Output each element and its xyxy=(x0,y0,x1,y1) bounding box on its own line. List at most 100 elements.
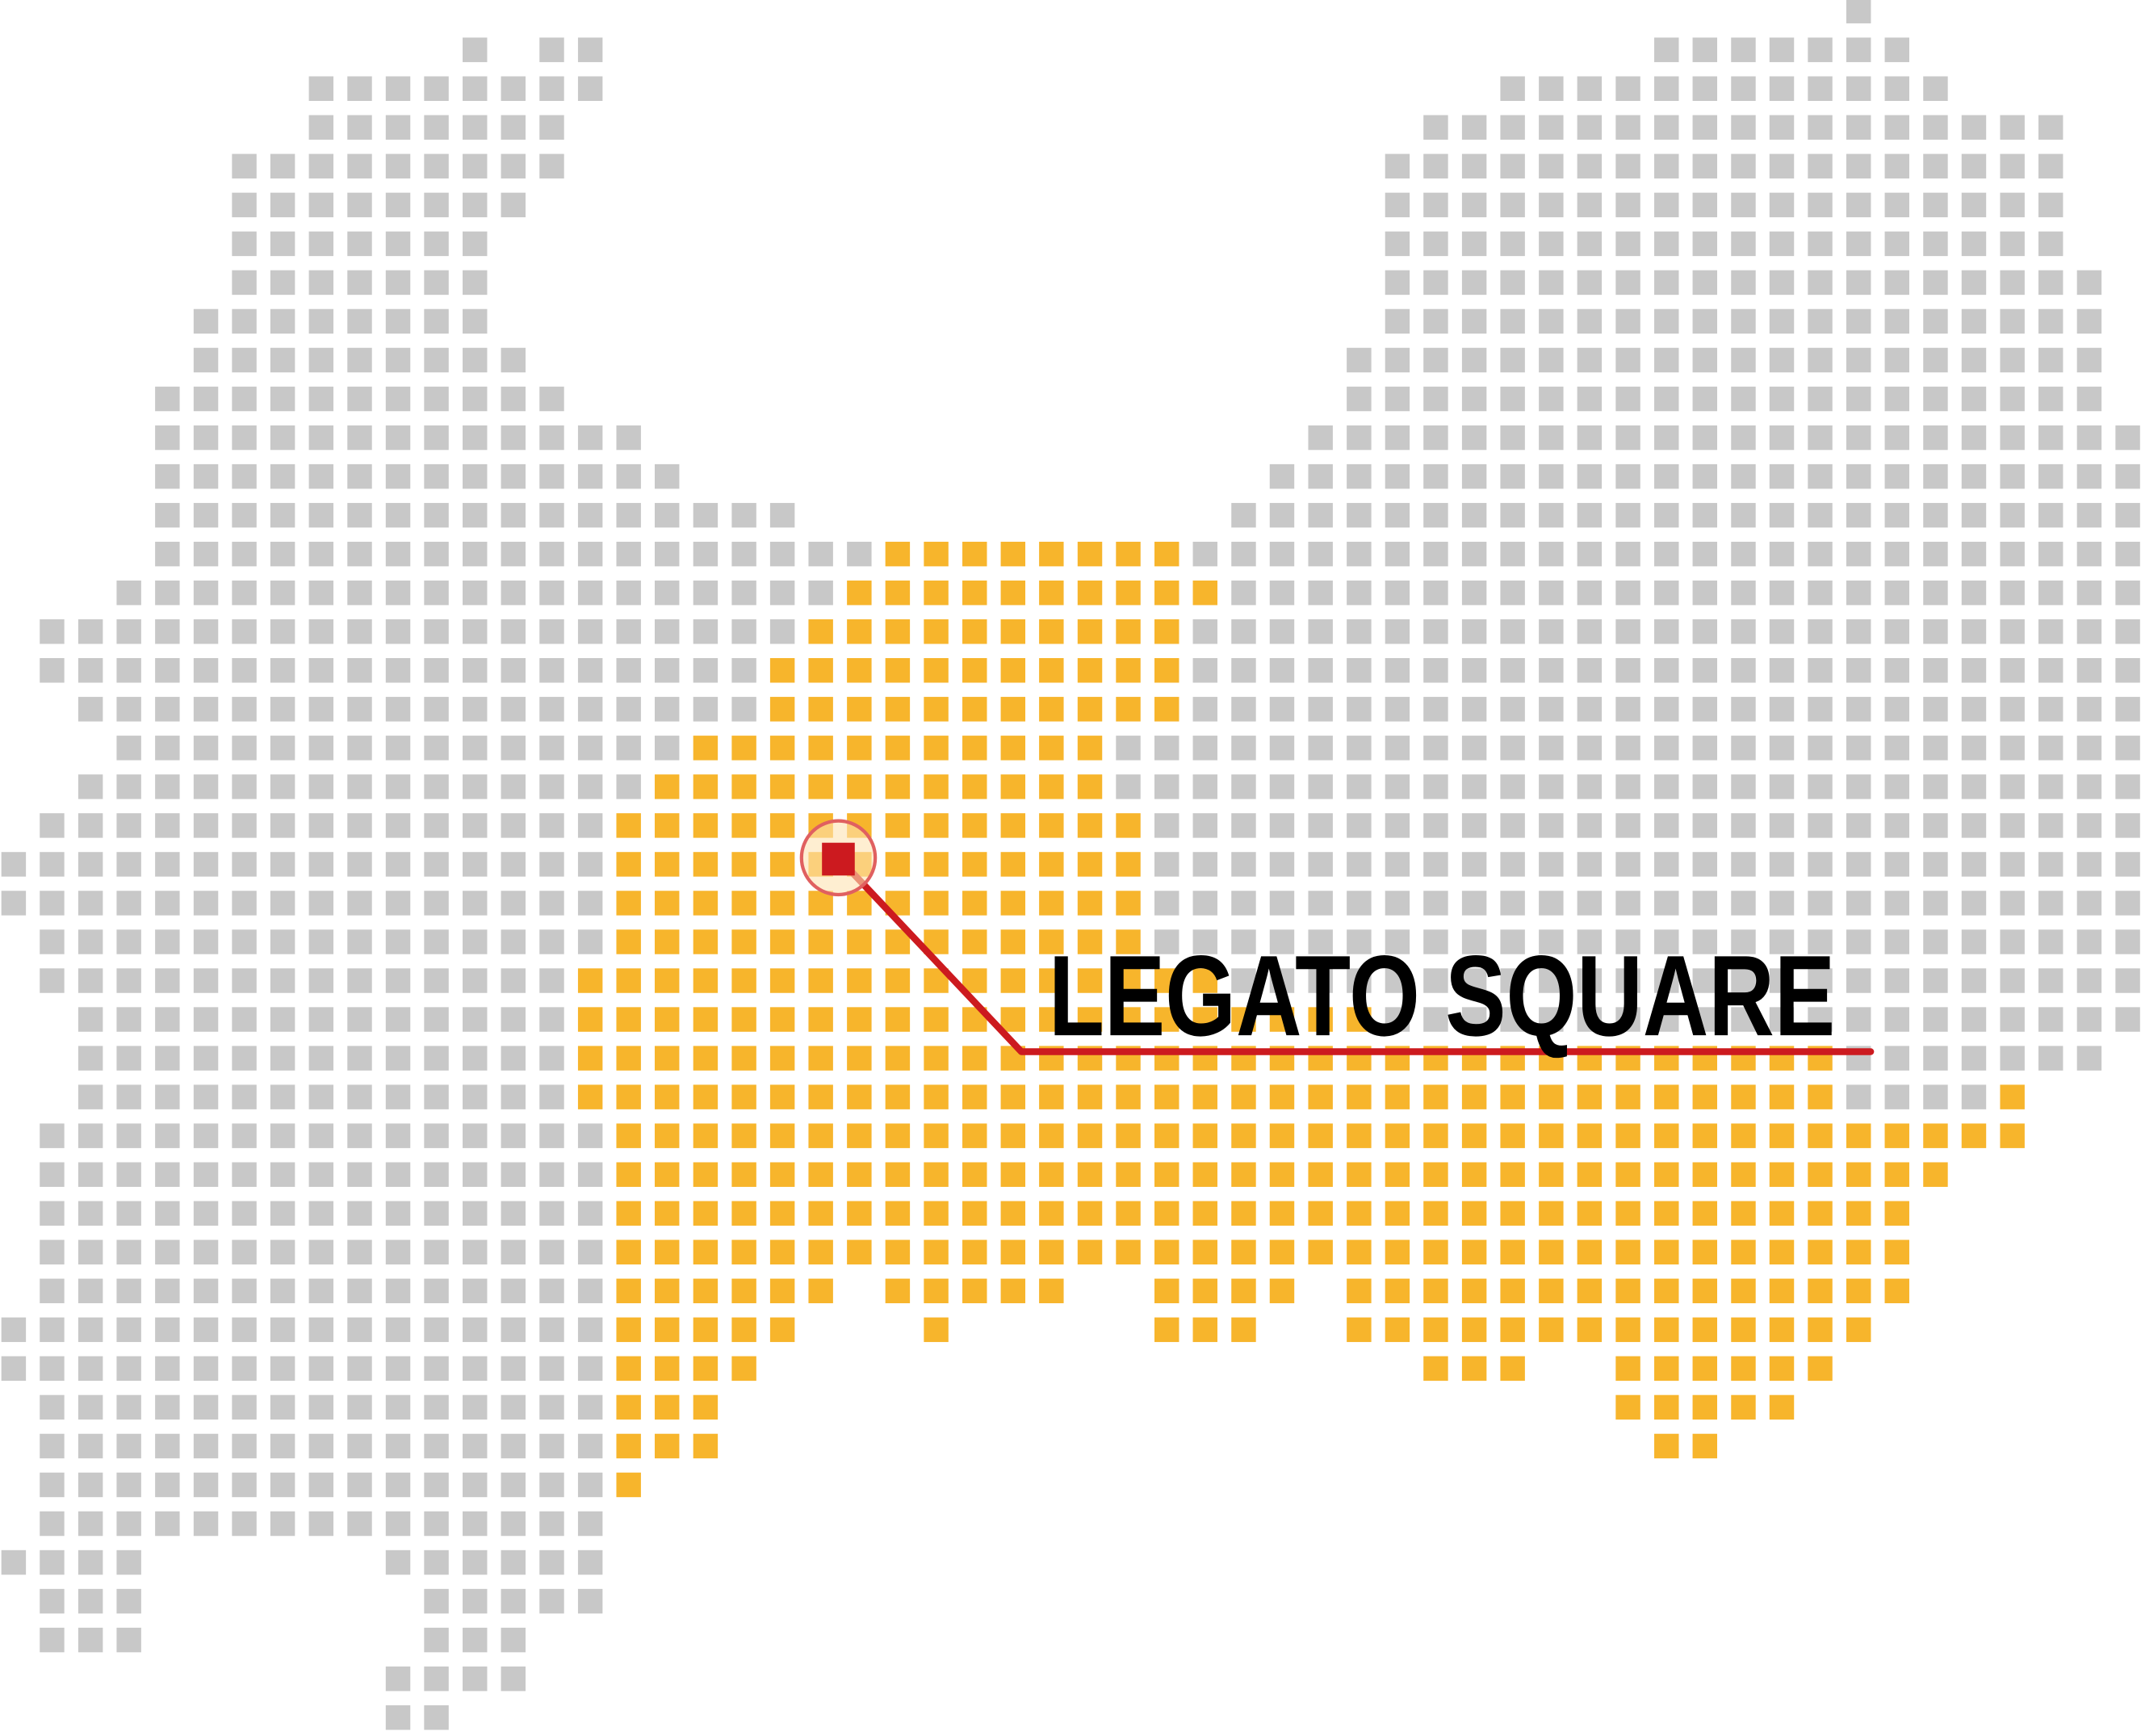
map-cell xyxy=(270,425,295,451)
map-cell xyxy=(1500,1007,1525,1032)
map-cell xyxy=(1654,1007,1679,1032)
map-cell xyxy=(1500,774,1525,799)
map-cell xyxy=(116,658,141,683)
map-cell xyxy=(308,386,334,412)
map-cell xyxy=(232,580,257,606)
location-marker-icon[interactable] xyxy=(822,842,855,876)
map-cell xyxy=(1577,968,1603,993)
map-cell xyxy=(424,1394,449,1420)
map-cell xyxy=(1808,774,1833,799)
map-cell xyxy=(1615,813,1640,838)
map-cell xyxy=(193,1433,219,1459)
map-cell xyxy=(232,231,257,257)
highlighted-area-cell xyxy=(769,736,795,761)
highlighted-area-cell xyxy=(1116,697,1141,722)
highlighted-area-cell xyxy=(1039,1278,1064,1304)
map-cell xyxy=(193,736,219,761)
map-cell xyxy=(1769,891,1795,916)
map-cell xyxy=(539,619,564,644)
highlighted-area-cell xyxy=(1461,1123,1487,1148)
map-cell xyxy=(1385,192,1410,218)
highlighted-area-cell xyxy=(1692,1123,1718,1148)
map-cell xyxy=(501,347,526,373)
map-cell xyxy=(1769,502,1795,528)
map-cell xyxy=(78,1511,103,1537)
map-cell xyxy=(577,1433,603,1459)
highlighted-area-cell xyxy=(924,813,949,838)
highlighted-area-cell xyxy=(1000,1123,1026,1148)
map-cell xyxy=(270,541,295,567)
map-cell xyxy=(193,852,219,877)
map-cell xyxy=(270,502,295,528)
map-cell xyxy=(2000,153,2025,179)
highlighted-area-cell xyxy=(1077,1123,1103,1148)
highlighted-area-cell xyxy=(1192,1123,1217,1148)
highlighted-area-cell xyxy=(693,1239,719,1264)
highlighted-area-cell xyxy=(693,1433,719,1459)
map-cell xyxy=(385,1433,411,1459)
highlighted-area-cell xyxy=(693,1007,719,1032)
map-cell xyxy=(2076,308,2102,334)
highlighted-area-cell xyxy=(616,968,641,993)
highlighted-area-cell xyxy=(1077,968,1103,993)
map-cell xyxy=(2000,658,2025,683)
highlighted-area-cell xyxy=(1116,852,1141,877)
map-cell xyxy=(1808,929,1833,954)
map-cell xyxy=(270,1123,295,1148)
map-cell xyxy=(116,1356,141,1382)
map-cell xyxy=(1846,502,1871,528)
map-cell xyxy=(1808,386,1833,412)
highlighted-area-cell xyxy=(654,1084,680,1109)
map-cell xyxy=(2076,697,2102,722)
map-cell xyxy=(1500,192,1525,218)
map-cell xyxy=(193,347,219,373)
map-cell xyxy=(577,463,603,489)
map-cell xyxy=(1423,774,1448,799)
map-cell xyxy=(463,968,488,993)
map-cell xyxy=(385,115,411,140)
map-cell xyxy=(1577,1007,1603,1032)
highlighted-area-cell xyxy=(769,1123,795,1148)
map-cell xyxy=(1423,425,1448,451)
highlighted-area-cell xyxy=(1884,1201,1909,1226)
map-cell xyxy=(1923,502,1948,528)
map-cell xyxy=(308,1162,334,1187)
highlighted-area-cell xyxy=(808,1007,833,1032)
highlighted-area-cell xyxy=(885,1201,911,1226)
map-cell xyxy=(1347,697,1372,722)
map-cell xyxy=(1500,541,1525,567)
highlighted-area-cell xyxy=(1385,1123,1410,1148)
highlighted-area-cell xyxy=(885,774,911,799)
map-cell xyxy=(347,658,372,683)
highlighted-area-cell xyxy=(1846,1317,1871,1343)
highlighted-area-cell xyxy=(731,1084,756,1109)
highlighted-area-cell xyxy=(2000,1084,2025,1109)
highlighted-area-cell xyxy=(769,968,795,993)
map-cell xyxy=(1461,891,1487,916)
map-cell xyxy=(155,386,180,412)
map-cell xyxy=(463,774,488,799)
highlighted-area-cell xyxy=(1000,580,1026,606)
map-cell xyxy=(1769,697,1795,722)
map-cell xyxy=(539,1433,564,1459)
map-cell xyxy=(539,1084,564,1109)
highlighted-area-cell xyxy=(1039,1084,1064,1109)
highlighted-area-cell xyxy=(616,813,641,838)
map-cell xyxy=(1884,852,1909,877)
map-cell xyxy=(78,968,103,993)
highlighted-area-cell xyxy=(847,697,872,722)
highlighted-area-cell xyxy=(1615,1356,1640,1382)
map-cell xyxy=(270,1007,295,1032)
map-cell xyxy=(1539,736,1564,761)
highlighted-area-cell xyxy=(1577,1317,1603,1343)
map-cell xyxy=(1884,541,1909,567)
map-cell xyxy=(2076,502,2102,528)
highlighted-area-cell xyxy=(693,1317,719,1343)
map-cell xyxy=(1731,697,1756,722)
map-cell xyxy=(155,774,180,799)
map-cell xyxy=(577,37,603,62)
map-cell xyxy=(1539,658,1564,683)
highlighted-area-cell xyxy=(1077,1162,1103,1187)
map-cell xyxy=(2000,774,2025,799)
map-cell xyxy=(232,308,257,334)
